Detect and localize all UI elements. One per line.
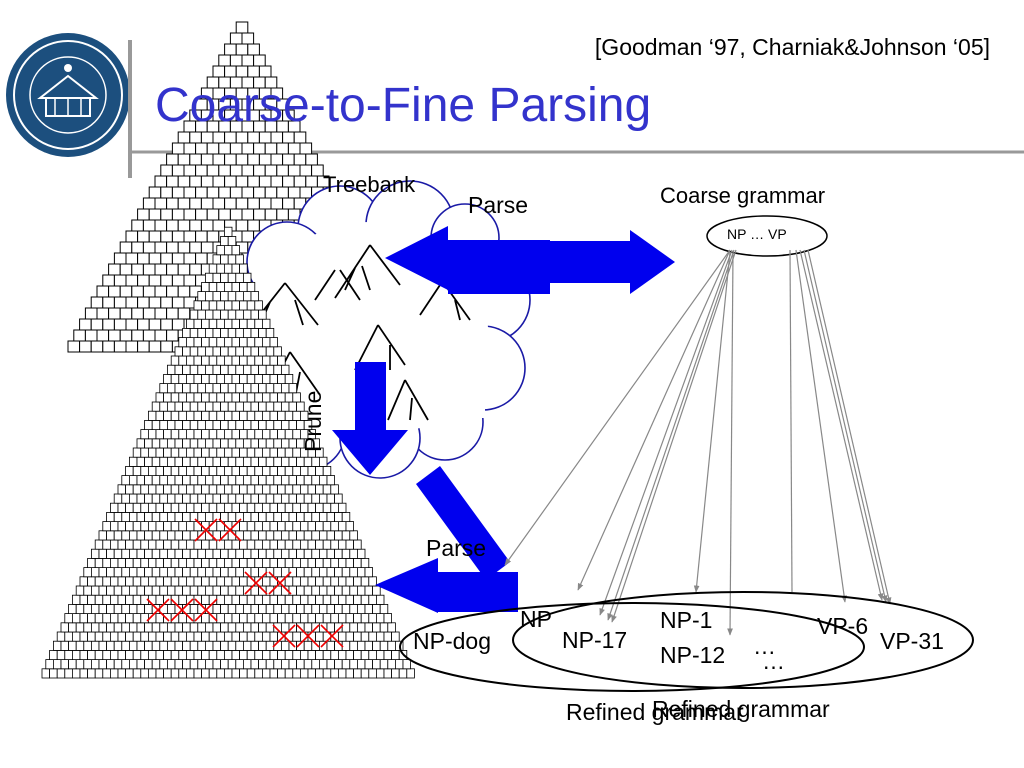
refined-node-np-1: NP-1: [660, 607, 713, 633]
pruned-cells: [146, 518, 344, 648]
refined-node-np-partial: NP: [520, 606, 552, 632]
refined-grammar-label-1: Refined grammar: [566, 699, 744, 725]
prune-label: Prune: [300, 390, 326, 452]
university-seal-icon: [6, 33, 130, 157]
coarse-node-label: NP … VP: [727, 226, 787, 242]
refined-node-vp-6: VP-6: [817, 613, 869, 639]
refined-node-vp-31: VP-31: [880, 628, 944, 654]
parse-arrow-top: [385, 226, 675, 294]
refined-grammar-ellipses: [399, 591, 974, 692]
refined-ellipsis-2: …: [762, 648, 785, 674]
page-title: Coarse-to-Fine Parsing: [155, 79, 652, 132]
prune-arrow: [332, 362, 408, 475]
refined-node-np-17: NP-17: [562, 627, 628, 653]
refined-node-np-12: NP-12: [660, 642, 726, 668]
parse-bottom-label: Parse: [426, 535, 487, 561]
coarse-node: [706, 215, 828, 257]
refined-node-np-dog: NP-dog: [413, 628, 491, 654]
parse-top-label: Parse: [468, 192, 529, 218]
refined-grammar-label-2: Refined grammar: [652, 696, 830, 722]
treebank-label: Treebank: [323, 172, 416, 197]
coarse-grammar-label: Coarse grammar: [660, 183, 826, 208]
refinement-links: [504, 249, 892, 636]
refined-ellipsis-1: …: [753, 633, 776, 659]
parse-arrow-bottom: [375, 466, 518, 613]
citation: [Goodman ‘97, Charniak&Johnson ‘05]: [594, 34, 990, 60]
